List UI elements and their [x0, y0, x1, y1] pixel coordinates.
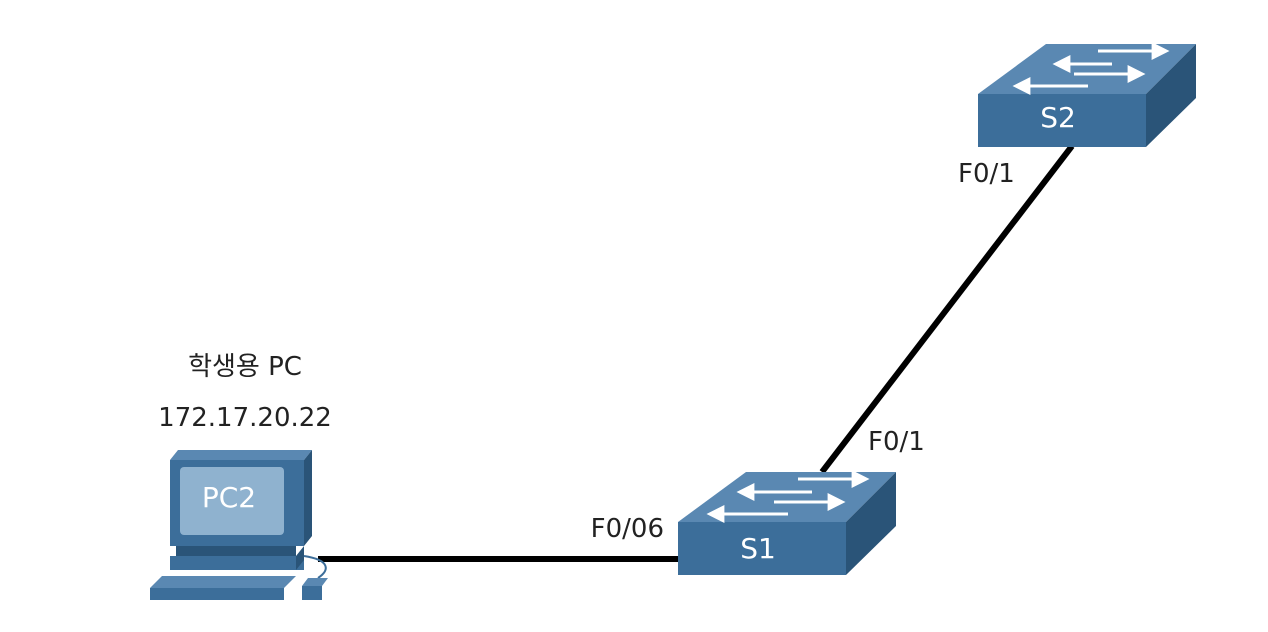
switch-s2-side — [1146, 44, 1196, 147]
switch-arrows-icon — [1012, 42, 1170, 95]
mouse-cable — [303, 555, 327, 579]
pc-title-label: 학생용 PC — [188, 352, 302, 382]
keyboard-top — [150, 576, 296, 588]
switch-s1-front — [678, 522, 846, 575]
computer-base-side — [296, 546, 304, 570]
port-label-s1-to-s2: F0/1 — [868, 427, 925, 457]
computer-base — [170, 556, 304, 570]
switch-s1-side — [846, 472, 896, 575]
mouse-top — [302, 578, 328, 586]
mouse-icon — [302, 586, 322, 600]
switch-s2[interactable]: S2 — [978, 42, 1196, 147]
monitor-screen — [180, 467, 284, 535]
switch-arrows-icon — [706, 470, 870, 523]
keyboard-icon — [150, 588, 284, 600]
link-s1-s2 — [819, 144, 1075, 474]
port-label-s2-to-s1: F0/1 — [958, 159, 1015, 189]
monitor-bezel-side — [304, 450, 312, 546]
pc-ip-label: 172.17.20.22 — [158, 403, 332, 433]
switch-s1[interactable]: S1 — [678, 470, 896, 575]
switch-s2-front — [978, 94, 1146, 147]
switch-s2-label: S2 — [1040, 101, 1076, 134]
port-label-s1-to-pc: F0/06 — [591, 514, 664, 544]
monitor-bezel-top — [170, 450, 312, 460]
monitor-neck — [176, 546, 296, 556]
switch-s1-label: S1 — [740, 532, 776, 565]
pc2-computer[interactable]: PC2 — [150, 450, 328, 600]
pc2-label: PC2 — [202, 481, 256, 514]
